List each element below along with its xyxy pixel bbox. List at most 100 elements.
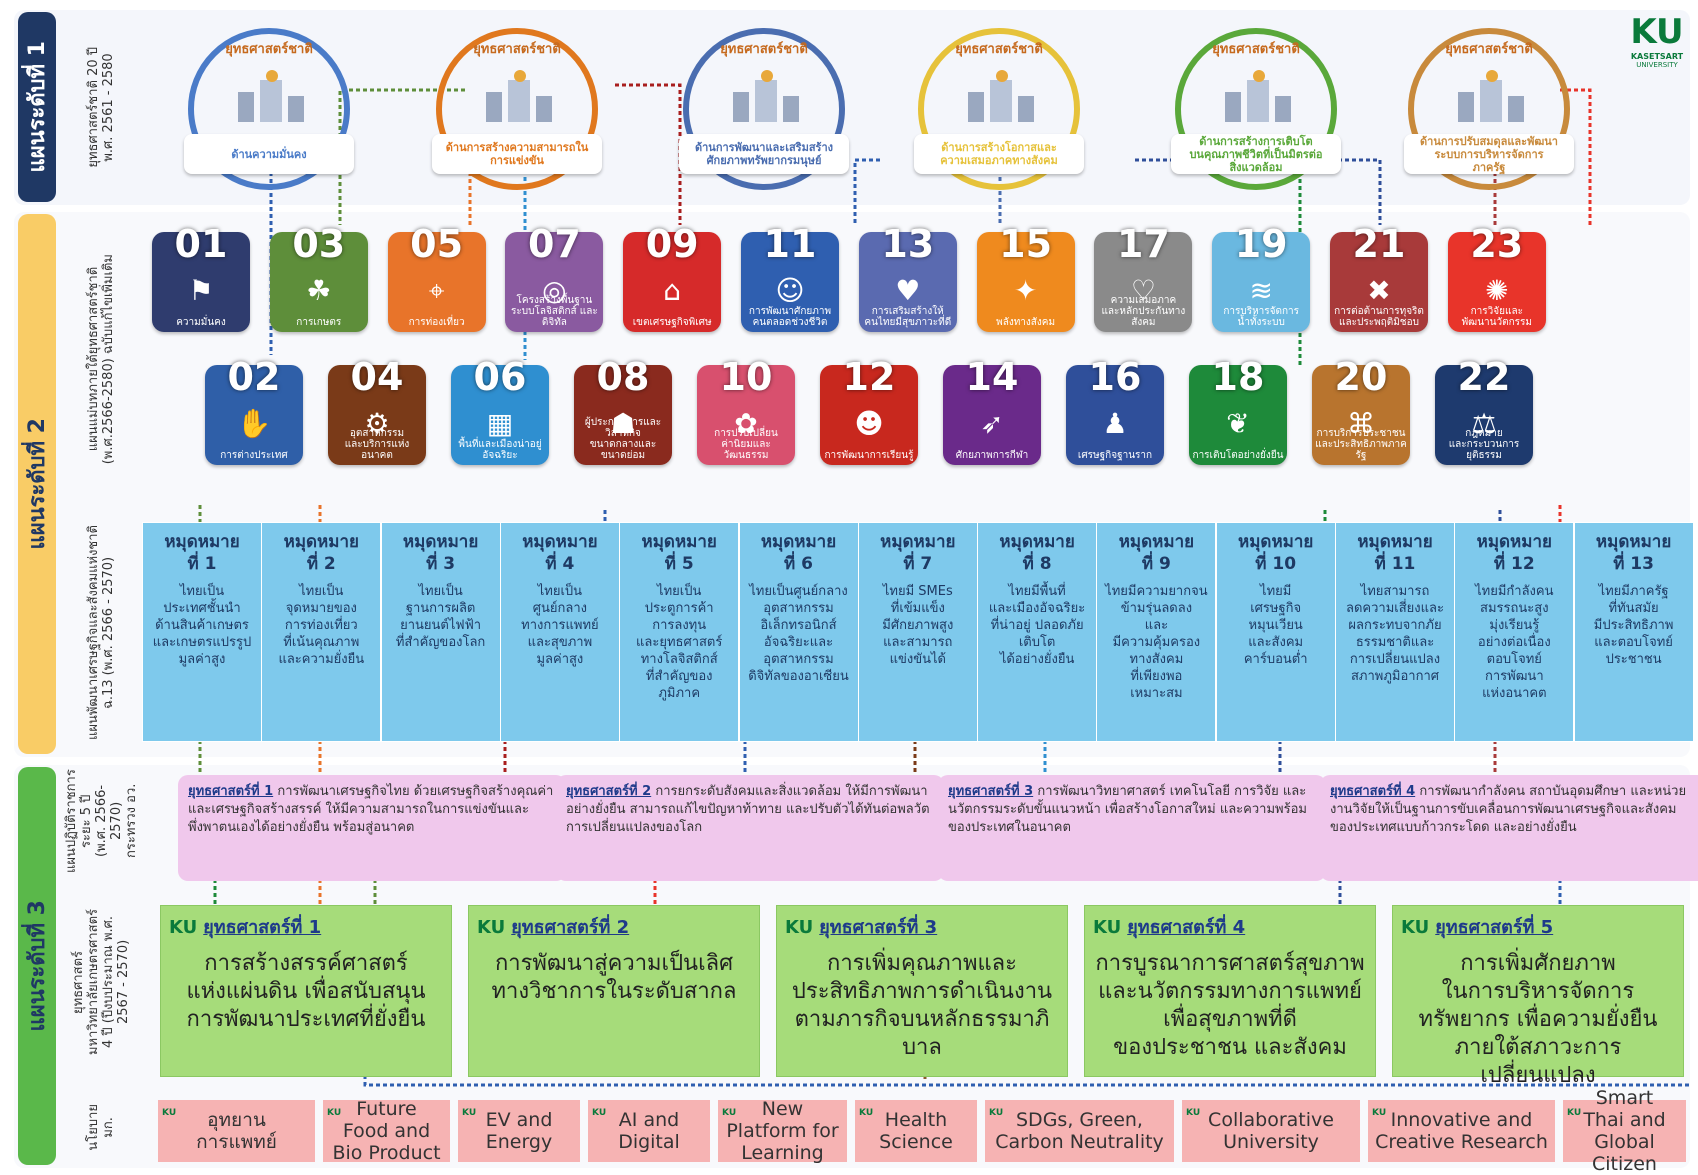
- care-hands-icon: ♡: [1130, 274, 1156, 307]
- family-icon: ☺: [775, 274, 805, 307]
- national-target-10: หมุดหมาย ที่ 10 ไทยมี เศรษฐกิจ หมุนเวียน…: [1215, 522, 1336, 742]
- master-plan-tile-16: 16 ♟ เศรษฐกิจฐานราก: [1066, 355, 1164, 465]
- master-plan-caption: ความเสมอภาค และหลักประกันทางสังคม: [1101, 295, 1186, 328]
- ku-strategy-title: ยุทธศาสตร์ที่ 4: [1127, 917, 1246, 938]
- national-target-heading: หมุดหมาย ที่ 11: [1357, 532, 1433, 574]
- master-plan-number: 15: [999, 222, 1053, 266]
- master-plan-number: 23: [1470, 222, 1524, 266]
- national-target-description: ไทยเป็น ฐานการผลิต ยานยนต์ไฟฟ้า ที่สำคัญ…: [395, 584, 486, 650]
- national-target-heading: หมุดหมาย ที่ 7: [880, 532, 956, 574]
- master-plan-number: 12: [842, 355, 896, 399]
- master-plan-number: 05: [410, 222, 464, 266]
- national-strategy-illustration: [486, 70, 552, 122]
- master-plan-tile-17: 17 ♡ ความเสมอภาค และหลักประกันทางสังคม: [1094, 222, 1193, 332]
- national-target-heading: หมุดหมาย ที่ 9: [1118, 532, 1195, 574]
- ku-strategy-description: การสร้างสรรค์ศาสตร์ แห่งแผ่นดิน เพื่อสนั…: [186, 951, 426, 1032]
- ku-mini-logo-icon: KU: [722, 1108, 737, 1118]
- national-strategy-3: ยุทธศาสตร์ชาติ ด้านการพัฒนาและเสริมสร้าง…: [679, 28, 849, 190]
- master-plan-caption: พื้นที่และเมืองน่าอยู่ อัจฉริยะ: [458, 439, 542, 461]
- master-plan-tile-07: 07 ◎ โครงสร้างพื้นฐาน ระบบโลจิสติกส์ และ…: [505, 222, 604, 332]
- master-plan-number: 17: [1116, 222, 1170, 266]
- mhesi-strategy-3: ยุทธศาสตร์ที่ 3 การพัฒนาวิทยาศาสตร์ เทคโ…: [938, 775, 1326, 881]
- factory-icon: ⌂: [663, 274, 682, 307]
- ku-policy-label: Innovative and Creative Research: [1375, 1109, 1548, 1153]
- master-plan-number: 10: [719, 355, 773, 399]
- national-target-4: หมุดหมาย ที่ 4 ไทยเป็น ศูนย์กลาง ทางการแ…: [499, 522, 620, 742]
- ku-policy-label: Smart Thai and Global Citizen: [1583, 1087, 1666, 1175]
- ku-mini-logo-icon: KU: [327, 1108, 342, 1118]
- ku-strategy-title: ยุทธศาสตร์ที่ 2: [511, 917, 630, 938]
- master-plan-caption: การท่องเที่ยว: [408, 317, 465, 328]
- master-plan-tile-21: 21 ✖ การต่อต้านการทุจริต และประพฤติมิชอบ: [1330, 222, 1428, 332]
- master-plan-number: 06: [473, 355, 527, 399]
- national-strategy-arc-text: ยุทธศาสตร์ชาติ: [1212, 42, 1300, 57]
- ku-strategy-title: ยุทธศาสตร์ที่ 5: [1435, 917, 1554, 938]
- national-strategy-5: ยุทธศาสตร์ชาติ ด้านการสร้างการเติบโต บนค…: [1171, 28, 1341, 190]
- national-target-7: หมุดหมาย ที่ 7 ไทยมี SMEs ที่เข้มแข็ง มี…: [857, 522, 978, 742]
- ku-logo-name-1: KASETSART: [1630, 52, 1684, 61]
- level-1-band: แผนระดับที่ 1: [18, 12, 56, 202]
- ku-mini-logo-icon: KU: [477, 917, 506, 938]
- national-target-heading: หมุดหมาย ที่ 10: [1238, 532, 1314, 574]
- national-strategy-title: ด้านการสร้างความสามารถใน การแข่งขัน: [432, 134, 602, 174]
- ku-mini-logo-icon: KU: [1567, 1108, 1582, 1118]
- anti-corruption-icon: ✖: [1367, 274, 1391, 307]
- ku-policy-label: New Platform for Learning: [726, 1098, 839, 1164]
- master-plan-caption: กฎหมาย และกระบวนการยุติธรรม: [1448, 428, 1520, 461]
- bulb-gear-icon: ⚙: [364, 407, 390, 440]
- ku-policy-label: AI and Digital: [618, 1109, 680, 1153]
- ku-strategy-description: การบูรณาการศาสตร์สุขภาพ และนวัตกรรมทางกา…: [1095, 951, 1365, 1060]
- master-plan-number: 22: [1457, 355, 1511, 399]
- national-strategy-arc-text: ยุทธศาสตร์ชาติ: [955, 42, 1043, 57]
- ku-policy-label: EV and Energy: [485, 1109, 553, 1153]
- master-plan-tile-10: 10 ✿ การปรับเปลี่ยน ค่านิยมและวัฒนธรรม: [697, 355, 795, 465]
- national-target-2: หมุดหมาย ที่ 2 ไทยเป็น จุดหมายของ การท่อ…: [261, 522, 382, 742]
- master-plan-caption: ความมั่นคง: [176, 317, 226, 328]
- master-plan-caption: การพัฒนาการเรียนรู้: [824, 450, 914, 461]
- national-strategy-1: ยุทธศาสตร์ชาติ ด้านความมั่นคง: [184, 28, 354, 190]
- national-target-description: ไทยเป็นศูนย์กลาง อุตสาหกรรม อิเล็กทรอนิก…: [748, 584, 849, 684]
- master-plan-caption: อุตสาหกรรม และบริการแห่งอนาคต: [344, 428, 410, 461]
- national-strategy-title: ด้านความมั่นคง: [184, 134, 354, 174]
- mhesi-strategy-title: ยุทธศาสตร์ที่ 3: [948, 784, 1034, 799]
- master-plan-caption: เศรษฐกิจฐานราก: [1077, 450, 1153, 461]
- master-plan-number: 19: [1234, 222, 1288, 266]
- mhesi-strategy-text: การพัฒนาวิทยาศาสตร์ เทคโนโลยี การวิจัย แ…: [948, 784, 1307, 835]
- farmer-icon: ☘: [306, 274, 332, 307]
- master-plan-number: 13: [881, 222, 935, 266]
- ku-strategy-title: ยุทธศาสตร์ที่ 3: [819, 917, 938, 938]
- globe-icon: ◎: [542, 274, 567, 307]
- national-target-5: หมุดหมาย ที่ 5 ไทยเป็น ประตูการค้า การลง…: [619, 522, 740, 742]
- ku-policy-label: Health Science: [879, 1109, 953, 1153]
- national-target-description: ไทยมีพื้นที่ และเมืองอัจฉริยะ ที่น่าอยู่…: [988, 584, 1086, 667]
- national-strategy-illustration: [1458, 70, 1524, 122]
- hands-together-icon: ✦: [1013, 274, 1038, 307]
- national-strategy-6: ยุทธศาสตร์ชาติ ด้านการปรับสมดุลและพัฒนา …: [1404, 28, 1574, 190]
- ku-strategy-description: การเพิ่มคุณภาพและ ประสิทธิภาพการดำเนินงา…: [791, 951, 1053, 1060]
- national-target-12: หมุดหมาย ที่ 12 ไทยมีกำลังคน สมรรถนะสูง …: [1454, 522, 1575, 742]
- master-plan-tile-11: 11 ☺ การพัฒนาศักยภาพ คนตลอดช่วงชีวิต: [741, 222, 839, 332]
- national-strategy-title: ด้านการปรับสมดุลและพัฒนา ระบบการบริหารจั…: [1404, 134, 1574, 174]
- level-3-band: แผนระดับที่ 3: [18, 767, 56, 1165]
- master-plan-number: 01: [174, 222, 228, 266]
- national-target-description: ไทยเป็น จุดหมายของ การท่องเที่ยว ที่เน้น…: [278, 584, 365, 667]
- master-plan-caption: การบริการประชาชน และประสิทธิภาพภาครัฐ: [1315, 428, 1407, 461]
- ku-mini-logo-icon: KU: [1372, 1108, 1387, 1118]
- master-plan-tile-06: 06 ▦ พื้นที่และเมืองน่าอยู่ อัจฉริยะ: [451, 355, 549, 465]
- master-plan-tile-15: 15 ✦ พลังทางสังคม: [976, 222, 1075, 332]
- master-plan-number: 20: [1334, 355, 1388, 399]
- national-target-description: ไทยมีภาครัฐ ที่ทันสมัย มีประสิทธิภาพ และ…: [1593, 584, 1674, 667]
- mhesi-strategy-2: ยุทธศาสตร์ที่ 2 การยกระดับสังคมและสิ่งแว…: [556, 775, 944, 881]
- national-target-8: หมุดหมาย ที่ 8 ไทยมีพื้นที่ และเมืองอัจฉ…: [977, 522, 1098, 742]
- master-plan-number: 08: [596, 355, 650, 399]
- master-plan-number: 07: [527, 222, 581, 266]
- national-strategy-illustration: [968, 70, 1034, 122]
- master-plan-tile-12: 12 ☻ การพัฒนาการเรียนรู้: [820, 355, 918, 465]
- master-plan-tile-03: 03 ☘ การเกษตร: [269, 222, 368, 332]
